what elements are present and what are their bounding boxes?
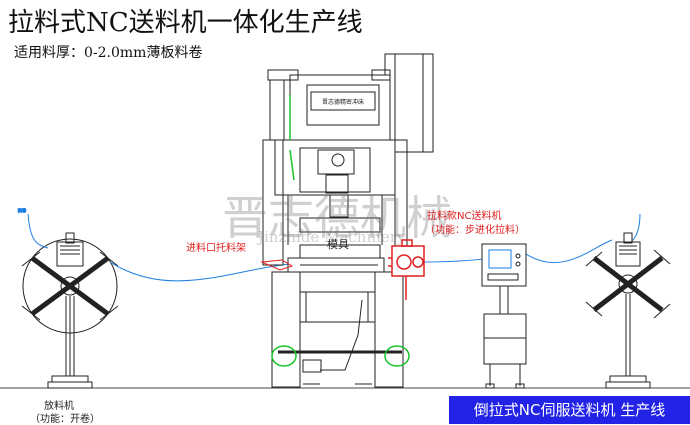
inlet-bracket — [260, 259, 294, 271]
label-die: 模具 — [327, 238, 349, 251]
footer-banner: 倒拉式NC伺服送料机 生产线 — [449, 396, 690, 424]
svg-text:料卷: 料卷 — [18, 207, 26, 213]
press-highlights — [271, 95, 410, 367]
watermark-cn: 晋志德机械 — [222, 191, 452, 245]
press-machine — [262, 53, 434, 388]
label-uncoiler-function: （功能：开卷） — [30, 414, 100, 425]
label-feeder-function: （功能：步进化拉料） — [425, 225, 525, 236]
label-uncoiler: 放料机 — [44, 401, 74, 412]
label-inlet-bracket: 进料口托料架 — [186, 243, 246, 254]
left-uncoiler — [21, 232, 119, 389]
diagram-subtitle: 适用料厚：0-2.0mm薄板料卷 — [14, 45, 203, 61]
control-cabinet — [481, 243, 527, 389]
right-uncoiler — [585, 232, 671, 389]
nc-feeder — [388, 239, 425, 300]
diagram-title: 拉料式NC送料机一体化生产线 — [8, 8, 363, 38]
press-nameplate: 晋志德精密冲床 — [322, 98, 364, 106]
watermark-en: Jinzhide Machinery — [258, 228, 406, 246]
label-feeder-name: 拉料款NC送料机 — [427, 211, 502, 222]
